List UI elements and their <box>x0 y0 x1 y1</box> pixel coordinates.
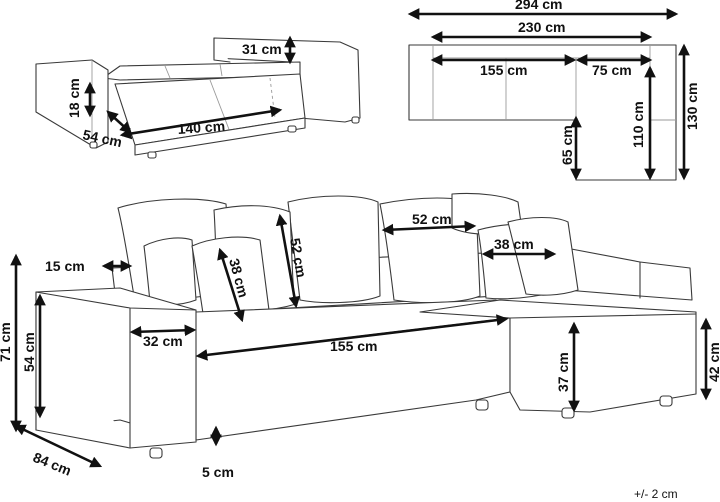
label-bed-height: 18 cm <box>66 78 82 118</box>
label-back-depth: 65 cm <box>559 125 575 165</box>
label-seat-width: 155 cm <box>330 338 377 354</box>
label-inner-width: 230 cm <box>518 19 565 35</box>
dimension-line-depth <box>13 424 103 468</box>
label-tolerance: +/- 2 cm <box>634 487 678 501</box>
label-total-depth: 130 cm <box>684 83 700 130</box>
label-armrest-height: 54 cm <box>21 332 37 372</box>
label-depth: 84 cm <box>31 449 74 479</box>
label-total-height: 71 cm <box>0 322 13 362</box>
label-chaise-height: 42 cm <box>706 342 720 382</box>
label-cushion-large-height: 52 cm <box>287 237 310 279</box>
top-view: 294 cm 230 cm 155 cm 75 cm 110 cm 130 cm… <box>407 0 700 181</box>
dimension-line-armrest-width <box>129 324 197 338</box>
dimension-line-seat-width <box>195 314 509 361</box>
dimension-line-cushion-large <box>381 220 477 236</box>
label-bed-depth: 54 cm <box>81 126 123 150</box>
label-back-depth: 15 cm <box>45 258 85 274</box>
label-chaise-width: 75 cm <box>592 62 632 78</box>
label-cushion-small: 38 cm <box>494 236 534 252</box>
dimension-line-cushion-large-height <box>275 213 301 309</box>
dimension-line-bed-width <box>119 105 283 140</box>
label-armrest-width: 32 cm <box>143 333 183 349</box>
main-sofa-drawing <box>35 192 697 459</box>
label-seat-height: 37 cm <box>555 352 571 392</box>
label-total-width: 294 cm <box>515 0 562 12</box>
label-cushion-large: 52 cm <box>412 211 452 227</box>
label-leg-height: 5 cm <box>202 464 234 480</box>
label-bed-width: 140 cm <box>177 118 225 137</box>
label-armrest-height: 31 cm <box>242 41 282 57</box>
main-view: 52 cm 38 cm 52 cm 38 cm 15 cm 71 cm 54 c… <box>0 192 720 501</box>
label-seat-width: 155 cm <box>480 62 527 78</box>
dimension-line-cushion-small-height <box>217 247 245 323</box>
label-chaise-length: 110 cm <box>630 101 646 148</box>
dimension-line-bed-depth <box>106 110 132 134</box>
sofa-bed-view: 31 cm 18 cm 140 cm 54 cm <box>35 35 361 159</box>
